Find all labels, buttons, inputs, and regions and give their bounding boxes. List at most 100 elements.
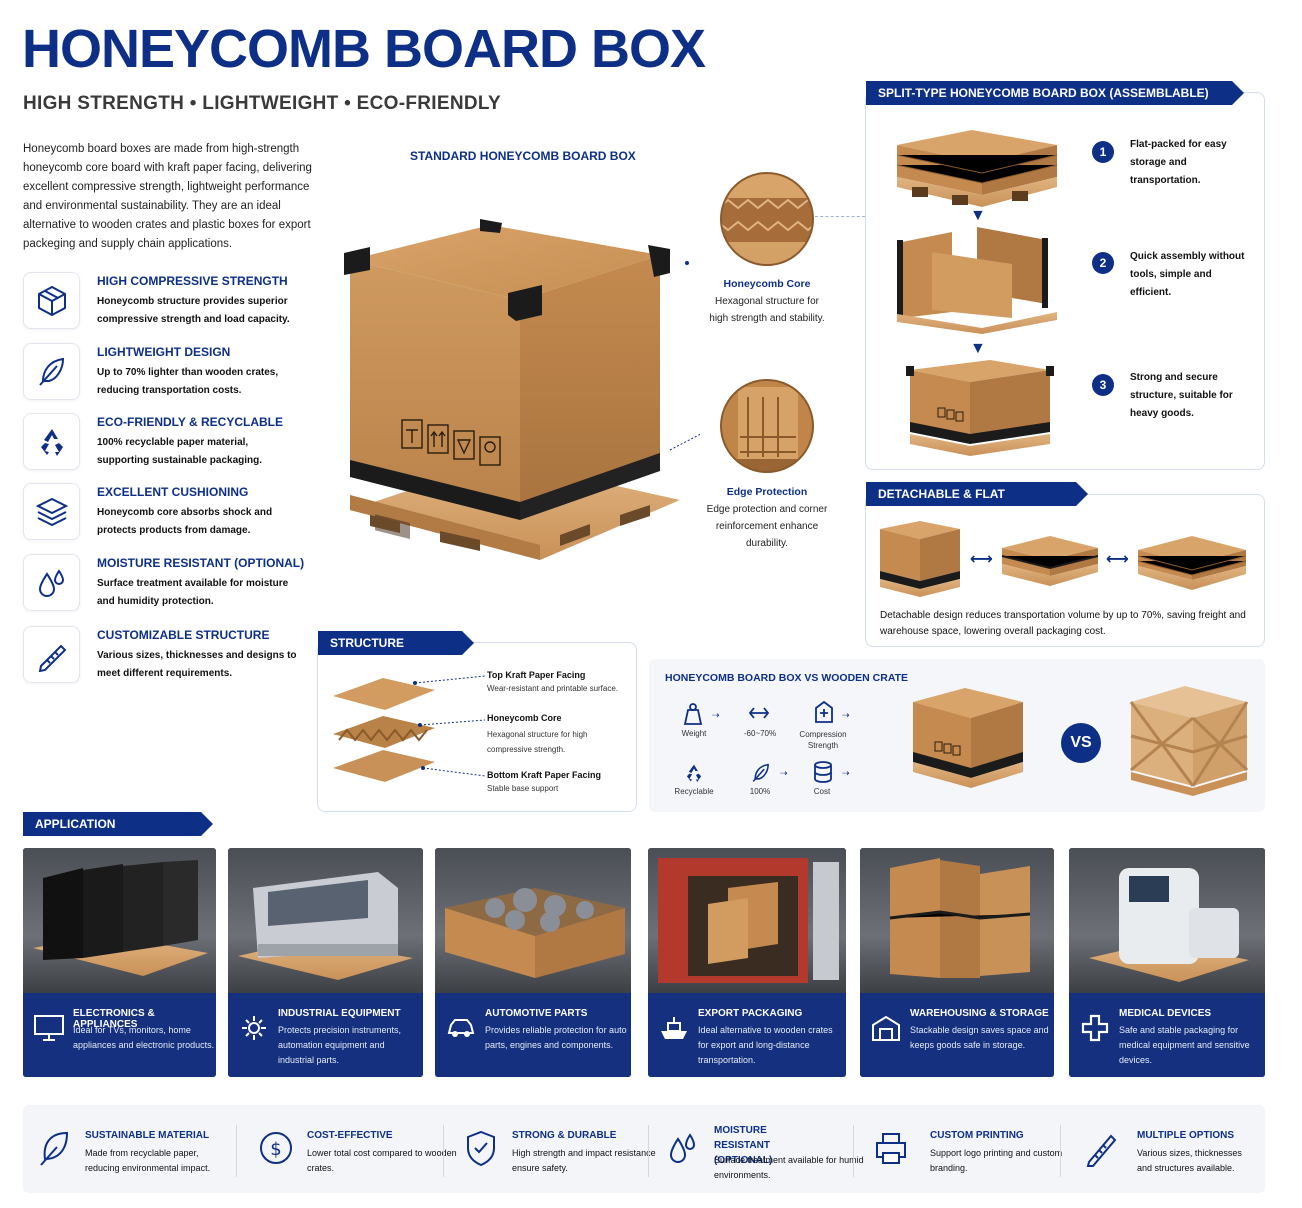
benefit-title: SUSTAINABLE MATERIAL xyxy=(85,1130,210,1141)
step-number: 1 xyxy=(1092,141,1114,163)
honeycomb-box-thumb xyxy=(913,688,1023,788)
step-text: Strong and secure structure, suitable fo… xyxy=(1130,372,1233,419)
feature-title: CUSTOMIZABLE STRUCTURE xyxy=(97,628,270,642)
double-arrow-icon: ⟷ xyxy=(1106,551,1129,568)
assembled-box-illustration xyxy=(906,360,1054,456)
arrow-indicator: ⇢ xyxy=(842,710,850,720)
industrial-photo xyxy=(228,848,423,993)
printer-icon xyxy=(876,1133,906,1164)
benefit-desc: Surface treatment available for humid en… xyxy=(714,1155,864,1180)
arrow-down-icon: ▼ xyxy=(970,340,986,357)
standard-box-illustration xyxy=(344,219,700,560)
application-title: ELECTRONICS & APPLIANCES xyxy=(73,1008,155,1030)
metric-label: -60~70% xyxy=(743,729,777,738)
application-card: ELECTRONICS & APPLIANCES Ideal for TVs, … xyxy=(23,848,216,1077)
page-title: HONEYCOMB BOARD BOX xyxy=(22,19,706,79)
step-text: Flat-packed for easy storage and transpo… xyxy=(1130,139,1227,186)
callout-desc: Hexagonal structure for high strength an… xyxy=(709,296,825,324)
metric-label: 100% xyxy=(749,787,771,796)
callout-honeycomb-core: Honeycomb Core Hexagonal structure for h… xyxy=(706,276,828,327)
benefit-title: CUSTOM PRINTING xyxy=(930,1130,1024,1141)
flat-packed-illustration xyxy=(896,130,1058,207)
feather-icon xyxy=(23,343,80,400)
recycle-icon xyxy=(23,413,80,470)
benefit-item: $ COST-EFFECTIVE Lower total cost compar… xyxy=(247,1105,457,1193)
feature-item: MOISTURE RESISTANT (OPTIONAL) Surface tr… xyxy=(23,554,313,614)
application-card: WAREHOUSING & STORAGE Stackable design s… xyxy=(860,848,1054,1077)
feature-title: HIGH COMPRESSIVE STRENGTH xyxy=(97,274,288,288)
svg-text:$: $ xyxy=(270,1139,281,1160)
application-desc: Safe and stable packaging for medical eq… xyxy=(1119,1025,1250,1065)
recycle-icon xyxy=(686,764,702,783)
dollar-icon: $ xyxy=(260,1132,292,1164)
feature-item: CUSTOMIZABLE STRUCTURE Various sizes, th… xyxy=(23,626,313,686)
feature-desc: Honeycomb structure provides superior co… xyxy=(97,296,290,325)
application-desc: Ideal alternative to wooden crates for e… xyxy=(698,1025,833,1065)
page-subtitle: HIGH STRENGTH • LIGHTWEIGHT • ECO-FRIEND… xyxy=(23,93,502,114)
application-title: EXPORT PACKAGING xyxy=(698,1008,803,1019)
gear-icon xyxy=(242,1016,266,1040)
benefit-item: SUSTAINABLE MATERIAL Made from recyclabl… xyxy=(25,1105,230,1193)
disassembled-box-illustration xyxy=(1001,536,1099,586)
export-photo xyxy=(648,848,846,993)
metric-label: Compression Strength xyxy=(799,730,847,750)
droplets-icon xyxy=(23,554,80,611)
feature-item: HIGH COMPRESSIVE STRENGTH Honeycomb stru… xyxy=(23,272,313,332)
detachable-desc: Detachable design reduces transportation… xyxy=(880,610,1246,637)
layer-label: Honeycomb Core Hexagonal structure for h… xyxy=(487,713,632,757)
feature-desc: Honeycomb core absorbs shock and protect… xyxy=(97,507,273,536)
layers-icon xyxy=(23,483,80,540)
layer-title: Top Kraft Paper Facing xyxy=(487,670,586,680)
application-title: INDUSTRIAL EQUIPMENT xyxy=(278,1008,401,1019)
lightweight-icon xyxy=(748,707,770,719)
automotive-photo xyxy=(435,848,631,993)
cube-icon xyxy=(23,272,80,329)
feature-item: ECO-FRIENDLY & RECYCLABLE 100% recyclabl… xyxy=(23,413,313,473)
feature-item: LIGHTWEIGHT DESIGN Up to 70% lighter tha… xyxy=(23,343,313,403)
flat-storage-illustration xyxy=(1137,536,1247,590)
arrow-indicator: ⇢ xyxy=(712,710,720,720)
assembly-illustration xyxy=(897,227,1057,334)
layer-desc: Stable base support xyxy=(487,784,559,793)
feature-desc: Various sizes, thicknesses and designs t… xyxy=(97,650,297,679)
step-number: 2 xyxy=(1092,252,1114,274)
benefits-strip xyxy=(23,1105,1265,1193)
benefit-title: COST-EFFECTIVE xyxy=(307,1130,393,1141)
application-title: AUTOMOTIVE PARTS xyxy=(485,1008,588,1019)
feature-desc: Surface treatment available for moisture… xyxy=(97,578,289,607)
application-desc: Ideal for TVs, monitors, home appliances… xyxy=(73,1025,215,1050)
standard-box-title: STANDARD HONEYCOMB BOARD BOX xyxy=(410,149,636,163)
application-desc: Stackable design saves space and keeps g… xyxy=(910,1025,1049,1050)
metric-label: Recyclable xyxy=(674,787,714,796)
pencil-ruler-icon xyxy=(23,626,80,683)
ship-icon xyxy=(661,1017,687,1039)
arrow-down-icon: ▼ xyxy=(970,207,986,224)
step-text: Quick assembly without tools, simple and… xyxy=(1130,251,1245,298)
benefit-item: STRONG & DURABLE High strength and impac… xyxy=(452,1105,656,1193)
layer-label: Bottom Kraft Paper Facing Stable base su… xyxy=(487,770,632,793)
callout-title: Edge Protection xyxy=(726,486,808,498)
callout-title: Honeycomb Core xyxy=(723,278,811,290)
car-icon xyxy=(447,1019,475,1037)
leaf-icon xyxy=(40,1131,69,1166)
applications-title: APPLICATION SCENARIOS xyxy=(23,812,213,836)
compression-icon xyxy=(815,700,833,723)
feature-title: ECO-FRIENDLY & RECYCLABLE xyxy=(97,415,284,429)
feature-desc: 100% recyclable paper material, supporti… xyxy=(97,437,263,466)
feature-title: MOISTURE RESISTANT (OPTIONAL) xyxy=(97,556,305,570)
detachable-box-illustration xyxy=(880,521,960,597)
benefit-desc: Support logo printing and custom brandin… xyxy=(930,1148,1063,1173)
warehouse-icon xyxy=(872,1015,900,1041)
benefit-desc: Made from recyclable paper, reducing env… xyxy=(85,1148,211,1173)
double-arrow-icon: ⟷ xyxy=(970,551,993,568)
layer-desc: Hexagonal structure for high compressive… xyxy=(487,730,588,754)
application-card: EXPORT PACKAGING Ideal alternative to wo… xyxy=(648,848,846,1077)
split-type-title: SPLIT-TYPE HONEYCOMB BOARD BOX (ASSEMBLA… xyxy=(866,81,1244,105)
monitor-icon xyxy=(34,1015,64,1041)
benefit-desc: Lower total cost compared to wooden crat… xyxy=(307,1148,457,1173)
callout-desc: Edge protection and corner reinforcement… xyxy=(706,504,828,549)
feature-title: LIGHTWEIGHT DESIGN xyxy=(97,345,231,359)
wooden-crate-thumb xyxy=(1129,686,1249,796)
pencil-ruler-icon xyxy=(1086,1134,1117,1167)
benefit-title: MOISTURE RESISTANT (OPTIONAL) xyxy=(714,1125,773,1166)
